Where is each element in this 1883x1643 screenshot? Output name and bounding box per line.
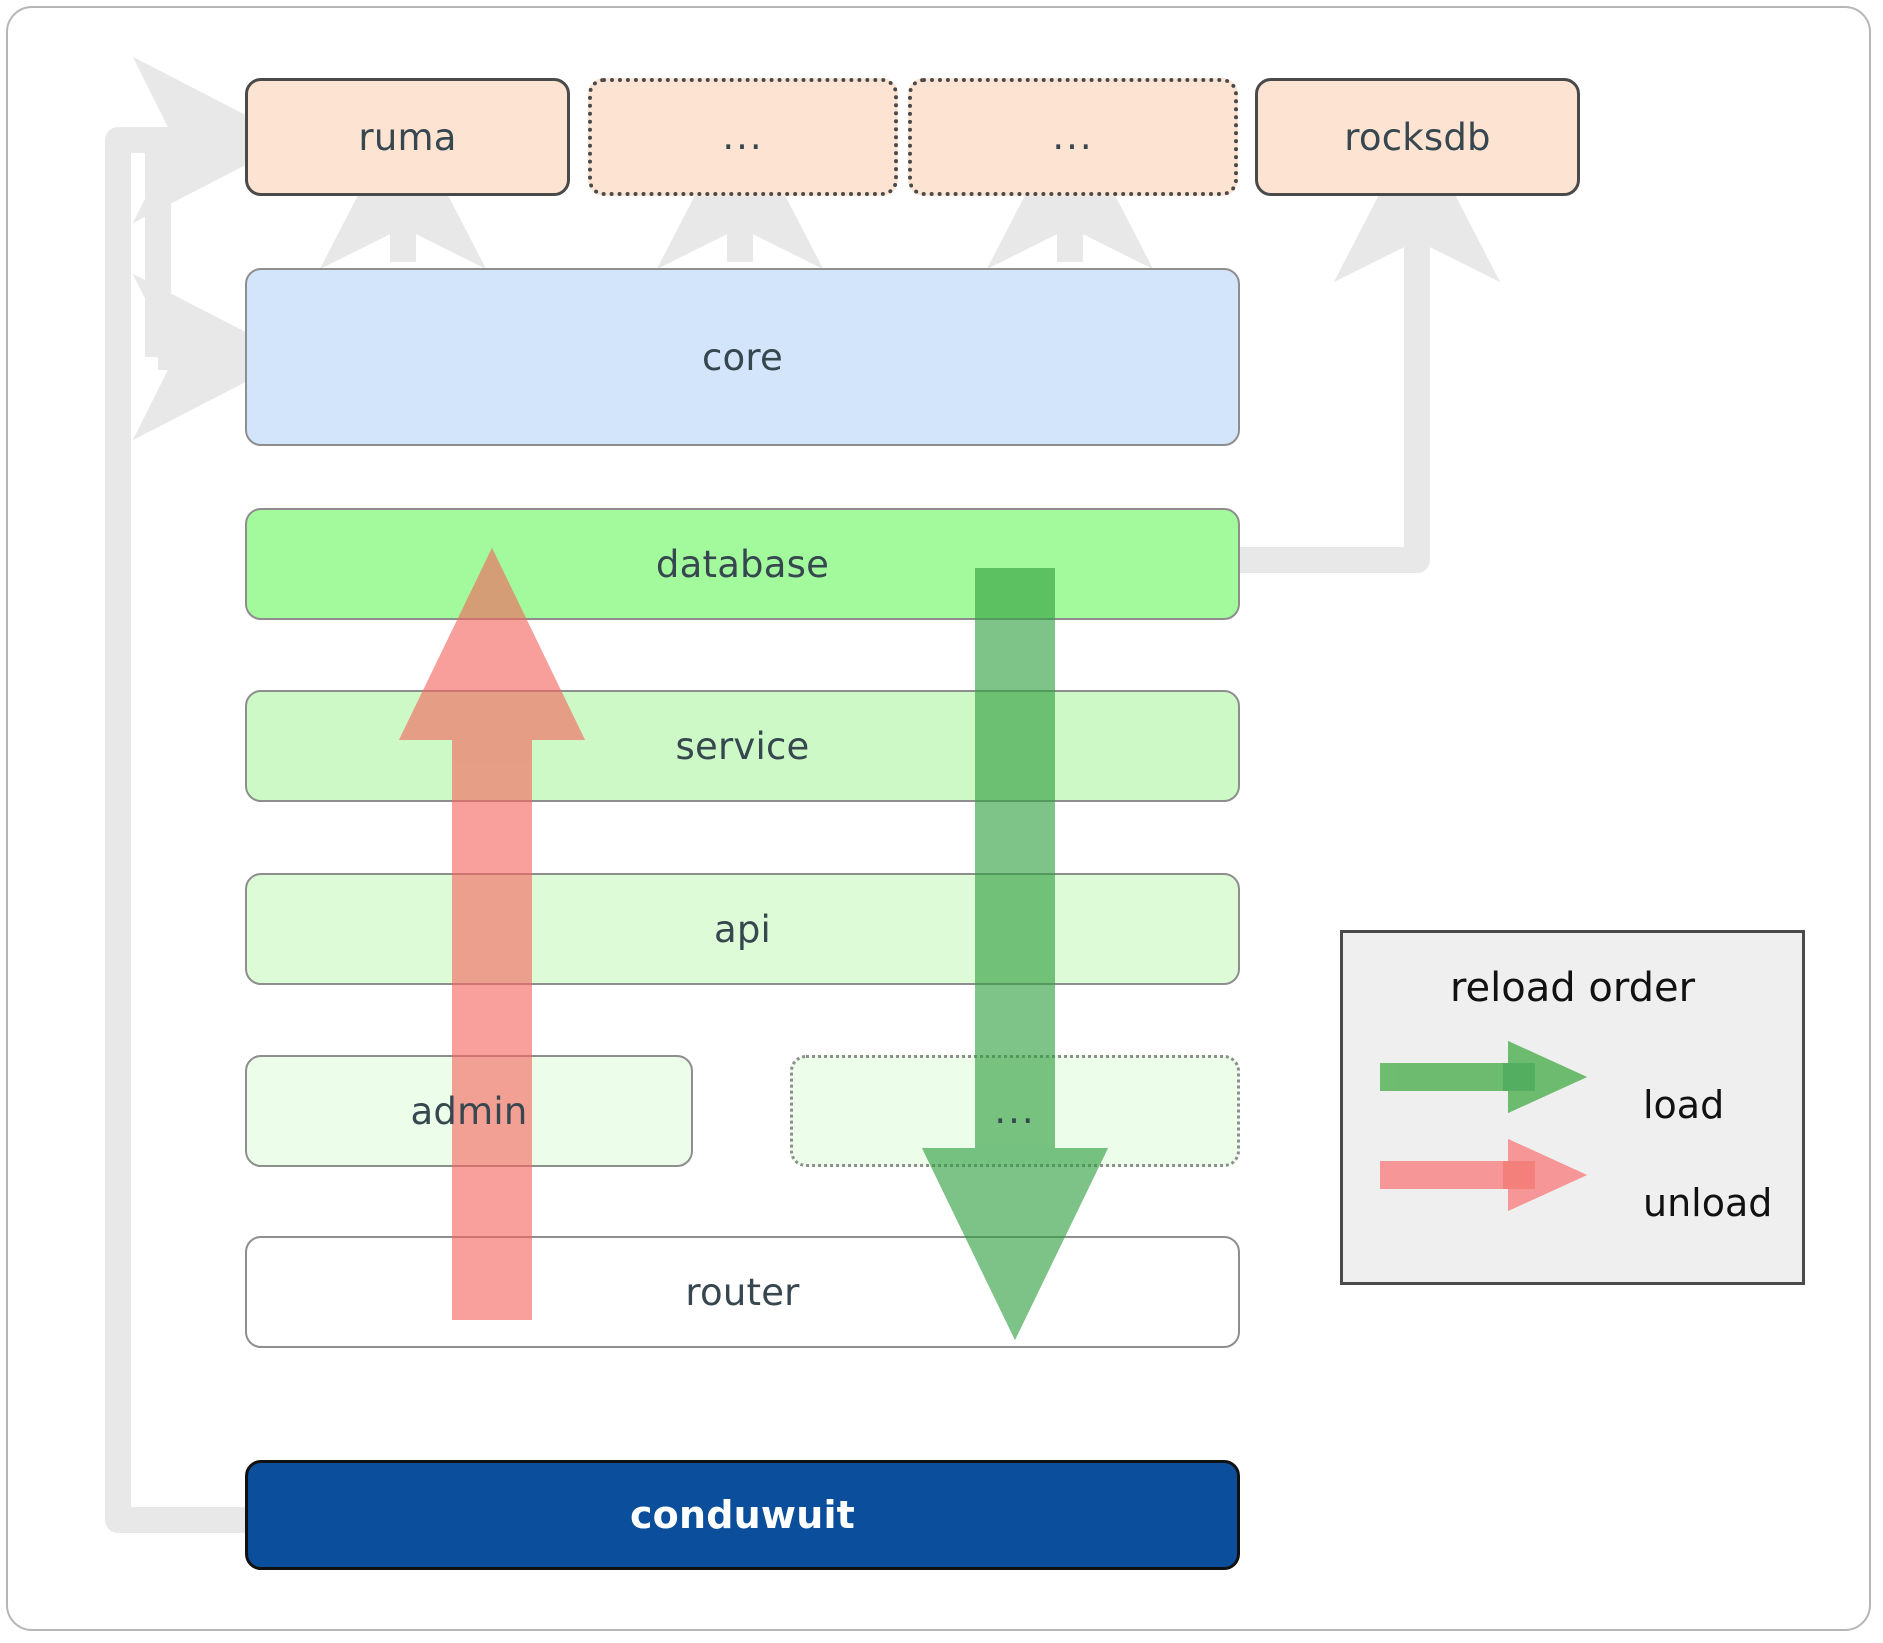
node-database[interactable]: database [245,508,1240,620]
node-ruma[interactable]: ruma [245,78,570,196]
node-core[interactable]: core [245,268,1240,446]
node-dep-placeholder-1[interactable]: ... [588,78,898,196]
node-router[interactable]: router [245,1236,1240,1348]
legend-label-unload: unload [1643,1181,1773,1225]
node-layer-placeholder[interactable]: ... [790,1055,1240,1167]
node-service[interactable]: service [245,690,1240,802]
node-service-label: service [675,724,810,768]
legend-title: reload order [1449,965,1696,1011]
node-rocksdb[interactable]: rocksdb [1255,78,1580,196]
node-api-label: api [713,907,772,951]
node-api[interactable]: api [245,873,1240,985]
node-conduwuit-label: conduwuit [629,1493,856,1537]
node-admin[interactable]: admin [245,1055,693,1167]
connector-database-to-rocksdb [1240,121,1501,573]
node-ruma-label: ruma [358,115,457,159]
legend-label-load: load [1643,1083,1725,1127]
node-dep-placeholder-2-label: ... [1052,114,1094,158]
node-conduwuit[interactable]: conduwuit [245,1460,1240,1570]
node-core-label: core [702,335,783,379]
node-database-label: database [655,542,830,586]
node-layer-placeholder-label: ... [994,1088,1036,1132]
node-admin-label: admin [410,1089,528,1133]
legend-box: reload order load unload [1340,930,1805,1285]
node-dep-placeholder-2[interactable]: ... [908,78,1238,196]
node-rocksdb-label: rocksdb [1344,115,1491,159]
node-router-label: router [685,1270,800,1314]
node-dep-placeholder-1-label: ... [722,114,764,158]
